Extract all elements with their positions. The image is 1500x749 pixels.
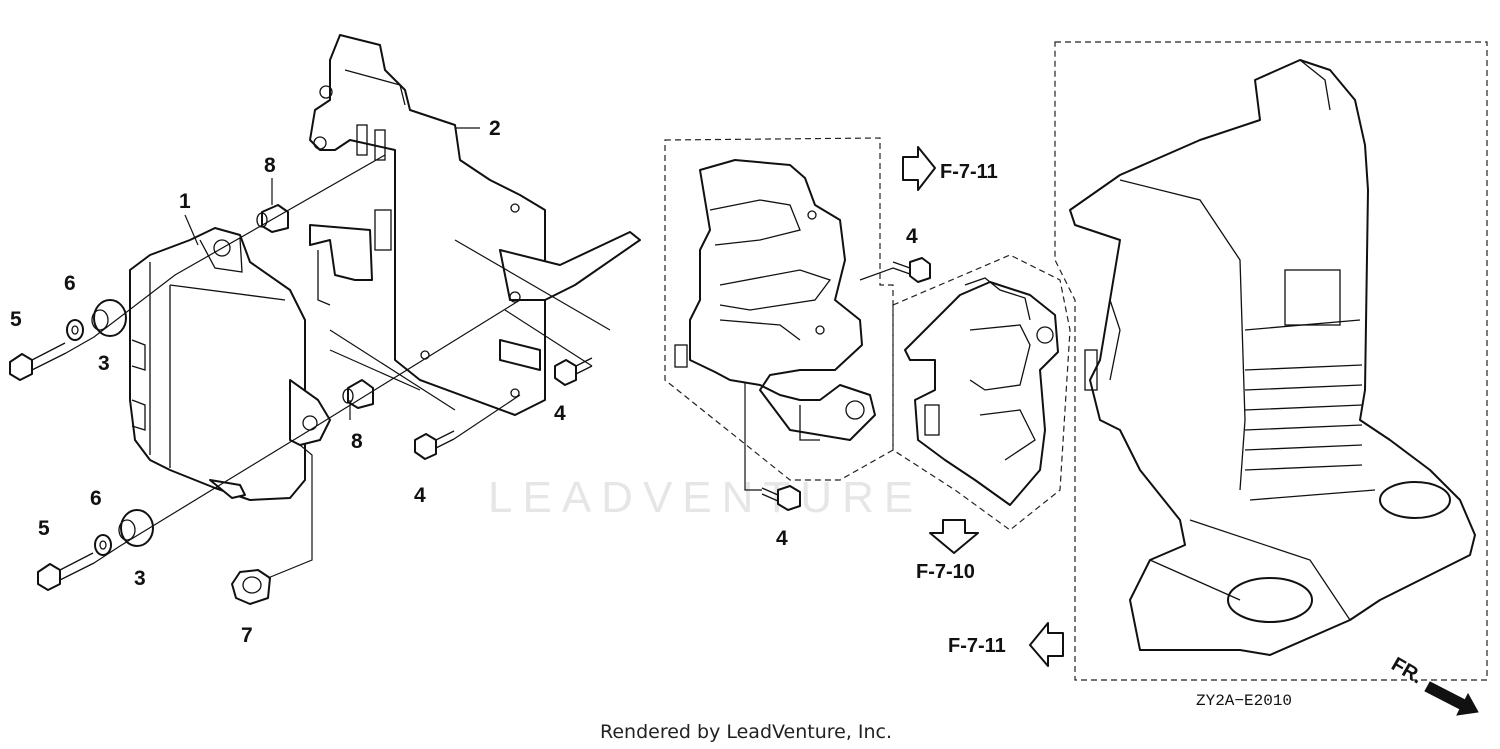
- callout-2: 2: [489, 117, 501, 140]
- screw-4-c: [892, 257, 931, 283]
- callout-8-upper: 8: [264, 154, 276, 177]
- callout-8-lower: 8: [351, 430, 363, 453]
- callout-4-d: 4: [776, 527, 788, 550]
- callout-7: 7: [241, 624, 253, 647]
- grommet-8-lower: [342, 379, 374, 409]
- rubber-mount-3-lower: [118, 509, 154, 547]
- bolt-5-lower: [37, 552, 95, 591]
- callout-4-b: 4: [414, 484, 426, 507]
- callout-6-lower: 6: [90, 487, 102, 510]
- callout-4-a: 4: [554, 402, 566, 425]
- screw-4-d: [761, 485, 801, 511]
- callout-1: 1: [179, 190, 191, 213]
- right-bracket: [904, 277, 1059, 506]
- ref-arrow-left: [1029, 622, 1064, 667]
- dashed-group-right: [892, 254, 1071, 531]
- bolt-5-upper: [9, 342, 67, 381]
- diagram-code: ZY2A−E2010: [1196, 692, 1292, 710]
- ref-label-down: F-7-10: [916, 561, 975, 583]
- callout-3-upper: 3: [98, 352, 110, 375]
- ref-label-left: F-7-11: [948, 635, 1006, 657]
- callout-3-lower: 3: [134, 567, 146, 590]
- grommet-8-upper: [256, 204, 289, 233]
- callout-6-upper: 6: [64, 272, 76, 295]
- callout-4-c: 4: [906, 225, 918, 248]
- footer-credit: Rendered by LeadVenture, Inc.: [600, 721, 892, 743]
- center-bracket: [674, 159, 876, 441]
- rubber-mount-3-upper: [91, 299, 127, 337]
- clamp-7: [231, 569, 271, 605]
- watermark: LEADVENTURE: [488, 473, 923, 522]
- washer-6-upper: [66, 319, 84, 341]
- mounting-bracket: [309, 34, 641, 416]
- screw-4-b: [414, 430, 455, 460]
- inverter-unit: [129, 227, 331, 501]
- ref-arrow-right: [902, 146, 936, 191]
- dashed-group-shroud: [1054, 41, 1488, 681]
- callout-5-upper: 5: [10, 308, 22, 331]
- shroud-cover: [1069, 59, 1476, 656]
- washer-6-lower: [94, 534, 112, 556]
- direction-label: FR.: [1388, 653, 1427, 688]
- ref-label-top: F-7-11: [940, 161, 998, 183]
- screw-4-a: [554, 357, 593, 386]
- callout-5-lower: 5: [38, 517, 50, 540]
- front-direction-arrow-icon: [1424, 681, 1479, 716]
- ref-arrow-down: [929, 519, 979, 554]
